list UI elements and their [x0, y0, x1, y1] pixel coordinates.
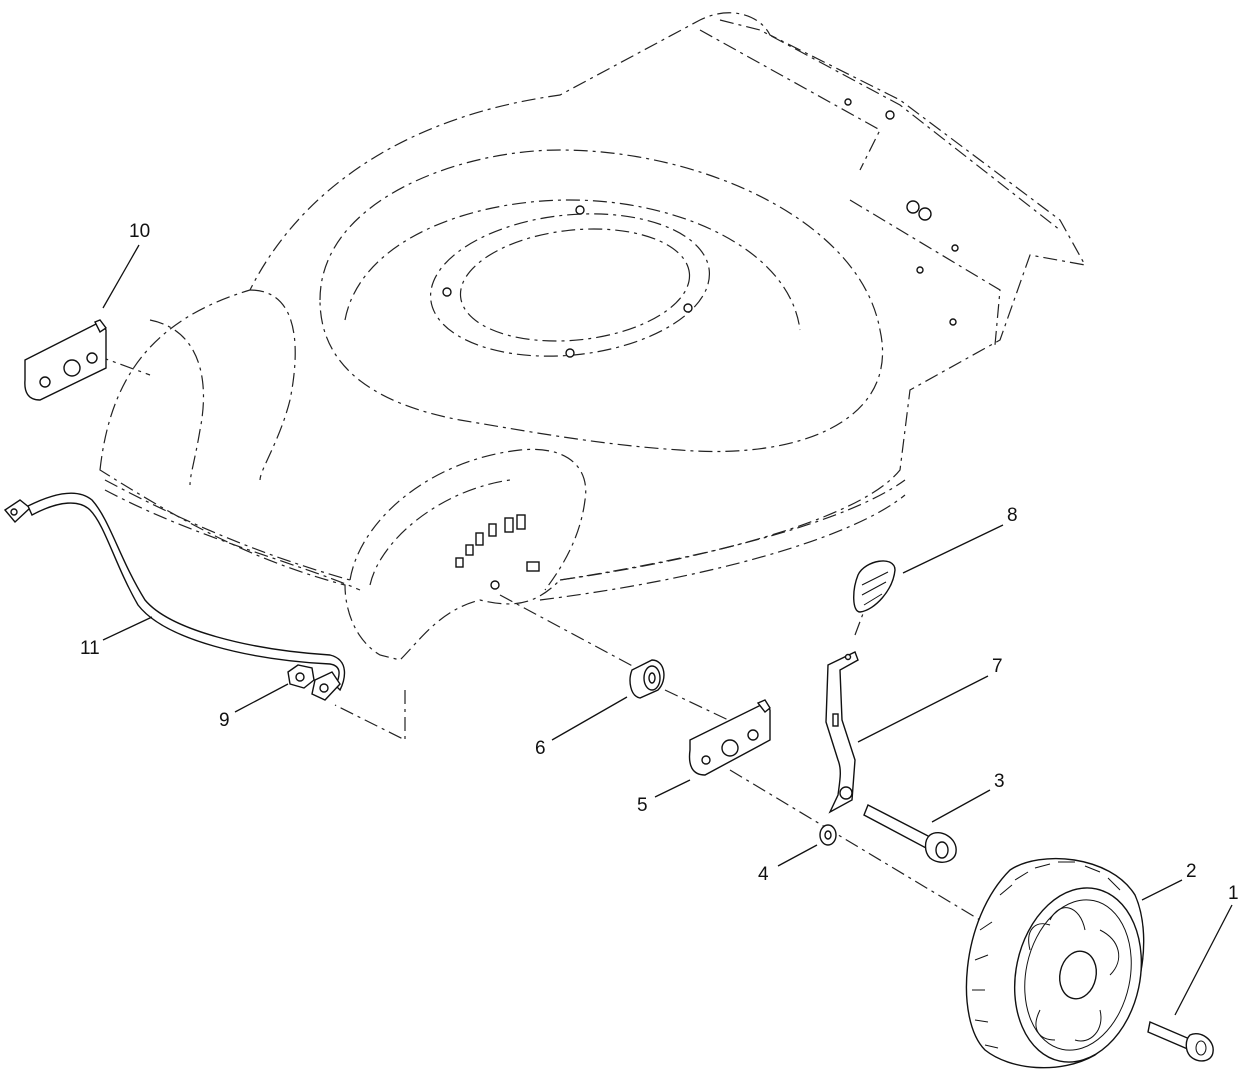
part-9-nut [287, 664, 315, 689]
callout-labels: 1 2 3 4 5 6 7 8 9 10 11 [80, 221, 1239, 904]
leader-7 [857, 675, 989, 743]
leader-3 [931, 789, 991, 823]
part-11-rod [3, 492, 346, 701]
callout-6: 6 [535, 738, 546, 759]
leader-6 [551, 696, 628, 741]
mower-deck-housing [94, 12, 1087, 921]
callout-9: 9 [219, 710, 230, 731]
leader-8 [902, 524, 1004, 574]
part-7-lever [825, 651, 859, 814]
deck-mount-holes [442, 98, 959, 358]
deck-vent-slots [455, 514, 540, 590]
callout-4: 4 [758, 864, 769, 885]
callout-5: 5 [637, 795, 648, 816]
callout-11: 11 [80, 638, 100, 659]
callout-8: 8 [1007, 505, 1018, 526]
callout-7: 7 [992, 656, 1003, 677]
leader-5 [654, 779, 691, 798]
callout-leaders [102, 244, 1233, 1016]
leader-1 [1174, 904, 1233, 1016]
callout-1: 1 [1228, 883, 1239, 904]
leader-11 [102, 616, 153, 641]
part-10-bracket [24, 319, 108, 401]
part-4-washer [819, 824, 837, 846]
leader-4 [777, 844, 818, 867]
part-8-knob [853, 560, 896, 613]
part-5-bracket [688, 699, 771, 776]
part-2-wheel [965, 857, 1145, 1069]
part-3-bolt [863, 804, 957, 863]
leader-9 [234, 683, 289, 713]
part-1-axle-bolt [1147, 1021, 1214, 1062]
part-6-spacer [629, 659, 665, 699]
callout-10: 10 [129, 221, 150, 242]
leader-2 [1141, 879, 1183, 901]
callout-3: 3 [994, 771, 1005, 792]
leader-10 [102, 244, 140, 309]
callout-2: 2 [1186, 861, 1197, 882]
